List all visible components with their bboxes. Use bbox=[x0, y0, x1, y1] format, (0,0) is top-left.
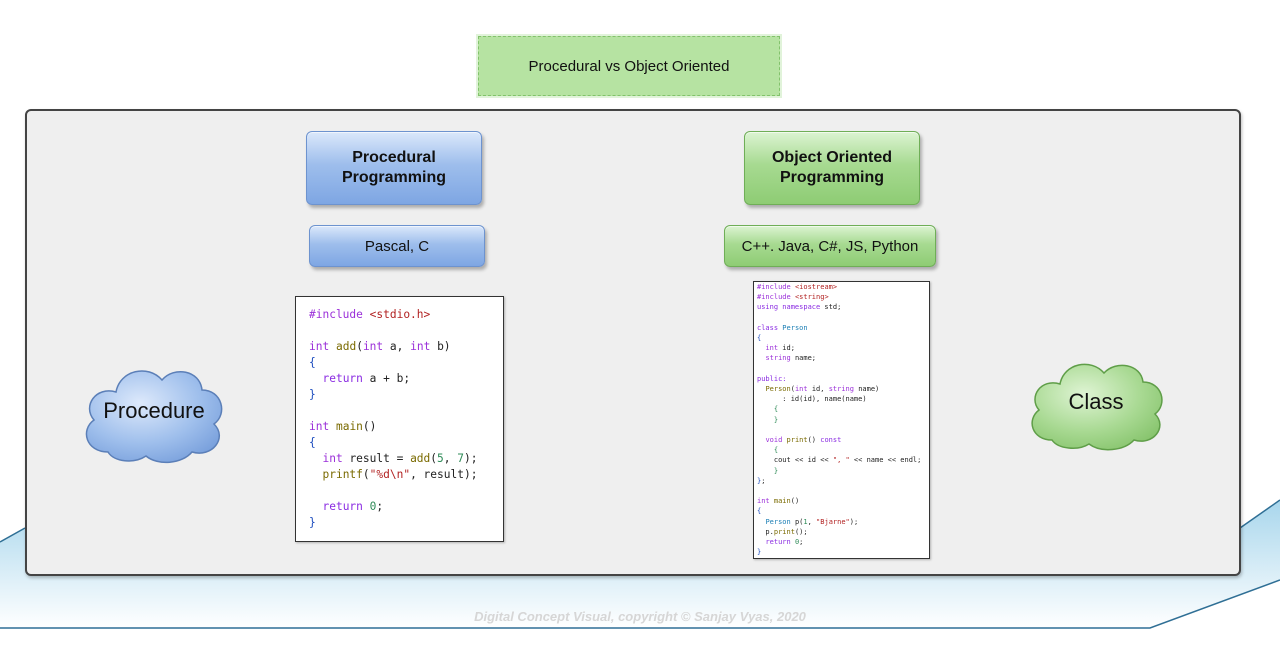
cpp-code-sample: #include <iostream> #include <string> us… bbox=[753, 281, 930, 559]
main-panel bbox=[25, 109, 1241, 576]
procedural-heading-line2: Programming bbox=[341, 169, 446, 186]
oop-heading-line1: Object Oriented bbox=[771, 149, 893, 166]
copyright-footer: Digital Concept Visual, copyright © Sanj… bbox=[474, 609, 806, 624]
oop-languages: C++. Java, C#, JS, Python bbox=[741, 237, 919, 255]
procedural-languages: Pascal, C bbox=[364, 237, 430, 255]
oop-heading-line2: Programming bbox=[779, 169, 884, 186]
class-cloud-label: Class bbox=[1068, 389, 1123, 414]
procedural-heading-box: Procedural Programming bbox=[306, 131, 482, 205]
class-cloud: Class bbox=[1031, 363, 1163, 451]
oop-languages-box: C++. Java, C#, JS, Python bbox=[724, 225, 936, 267]
procedural-languages-box: Pascal, C bbox=[309, 225, 485, 267]
procedural-heading-line1: Procedural bbox=[352, 149, 436, 166]
c-code-sample: #include <stdio.h> int add(int a, int b)… bbox=[295, 296, 504, 542]
procedure-cloud: Procedure bbox=[85, 370, 223, 464]
oop-heading-box: Object Oriented Programming bbox=[744, 131, 920, 205]
diagram-title: Procedural vs Object Oriented bbox=[478, 36, 780, 96]
procedure-cloud-label: Procedure bbox=[103, 398, 205, 423]
